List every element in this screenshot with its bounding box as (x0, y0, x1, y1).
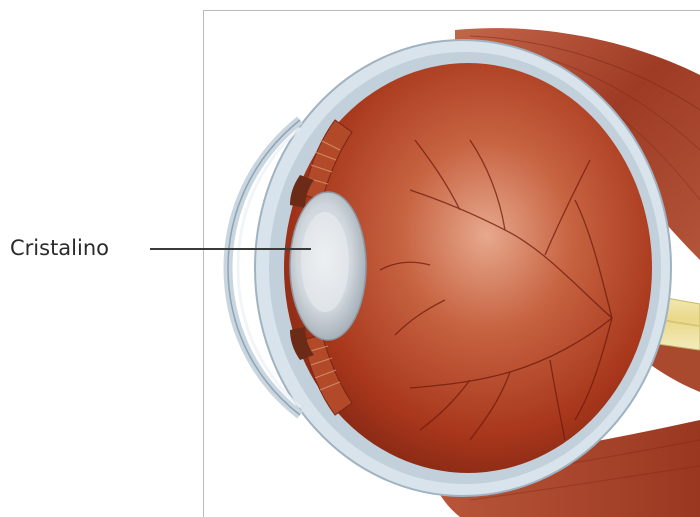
lens-label: Cristalino (10, 235, 109, 261)
lens-leader-line (150, 248, 311, 250)
